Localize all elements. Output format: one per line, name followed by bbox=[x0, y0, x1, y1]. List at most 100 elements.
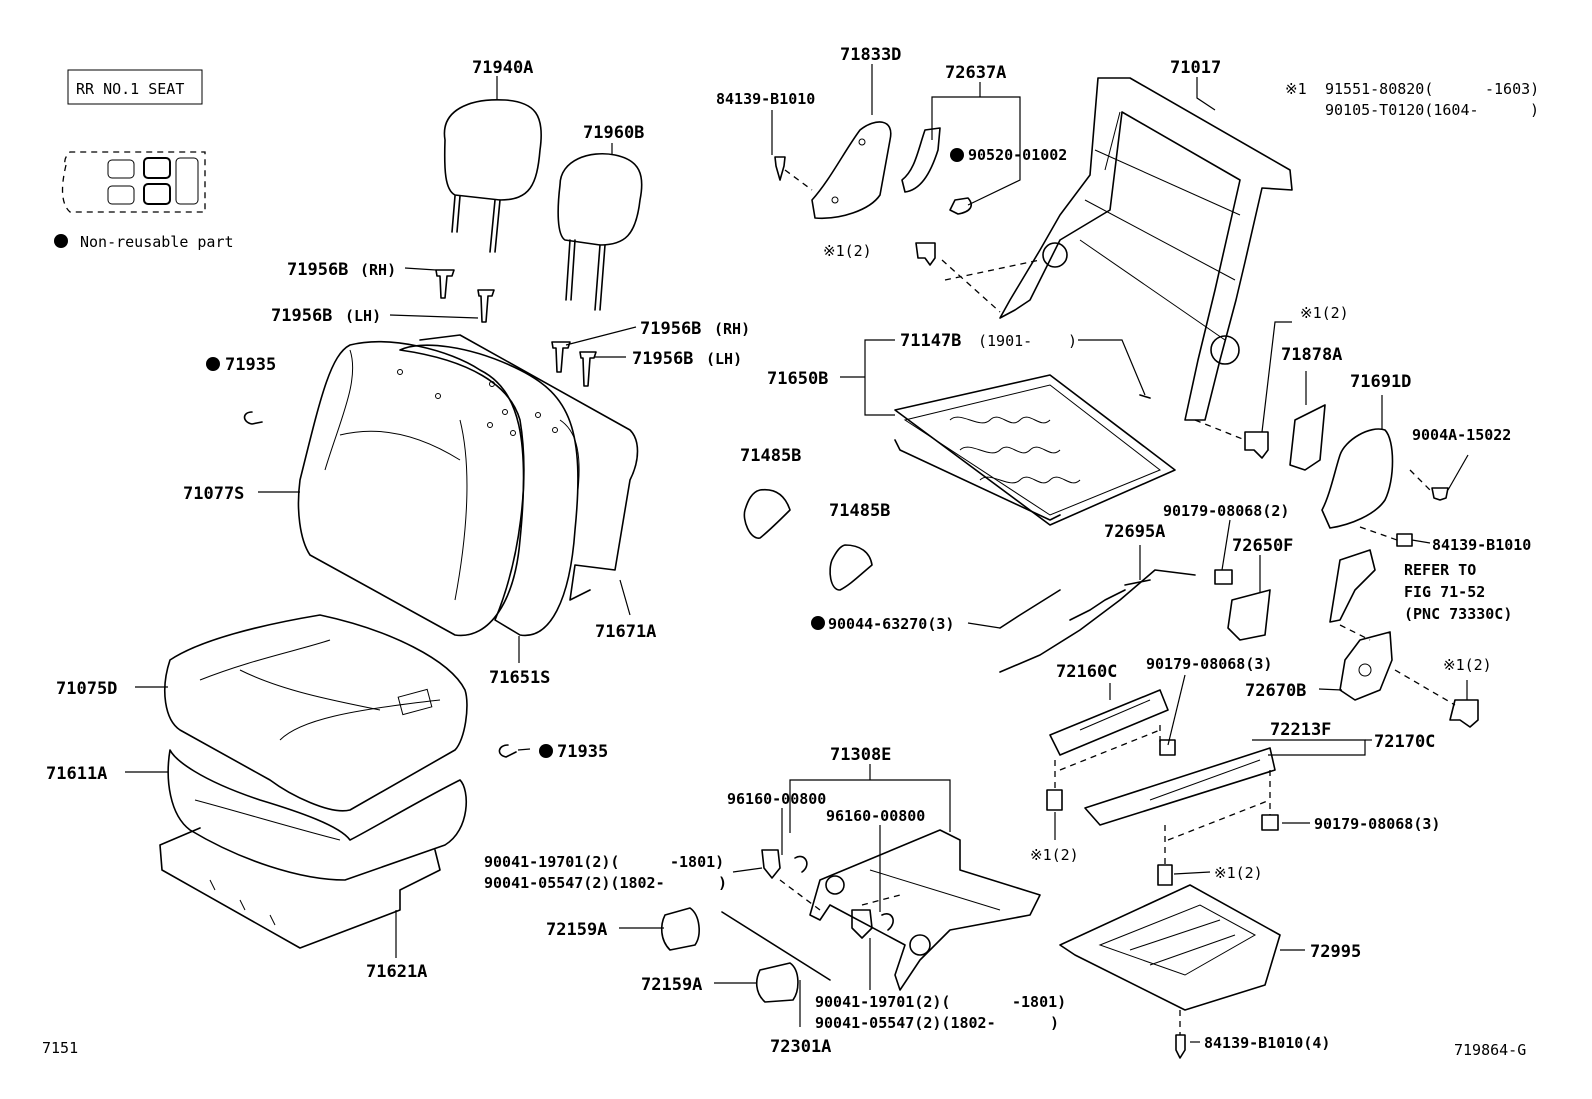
label-71691D: 71691D bbox=[1350, 372, 1411, 392]
headrest-guide-rh-1 bbox=[435, 269, 455, 299]
cable-tie-90044 bbox=[999, 589, 1061, 629]
label-refer-3: (PNC 73330C) bbox=[1404, 605, 1512, 623]
label-note1-c: ※1(2) bbox=[1443, 656, 1492, 674]
label-90041-b2: 90041-05547(2)(1802- bbox=[815, 1014, 996, 1032]
trim-cover-71485B-1 bbox=[743, 488, 791, 539]
label-84139-bottom: 84139-B1010(4) bbox=[1204, 1034, 1330, 1052]
label-71935-top: 71935 bbox=[225, 355, 276, 375]
cover-72159A-1 bbox=[660, 907, 700, 951]
bolt-note1-a bbox=[915, 242, 936, 266]
label-90041-a2-range: ) bbox=[718, 874, 727, 892]
nut-90179-3a bbox=[1159, 739, 1176, 756]
label-71651S: 71651S bbox=[489, 668, 550, 688]
seat-track-72213F bbox=[1084, 747, 1276, 826]
bracket-72650F bbox=[1227, 589, 1271, 641]
bolt-note1-e bbox=[1157, 864, 1173, 886]
figure-code: 719864-G bbox=[1454, 1041, 1526, 1059]
cable-72301A bbox=[721, 911, 831, 981]
nut-90179-3b bbox=[1261, 814, 1279, 831]
label-71075D: 71075D bbox=[56, 679, 117, 699]
bolt-note1-d bbox=[1046, 789, 1063, 811]
headrest-71960B bbox=[557, 153, 643, 311]
label-72995: 72995 bbox=[1310, 942, 1361, 962]
label-72170C: 72170C bbox=[1374, 732, 1435, 752]
label-72213F: 72213F bbox=[1270, 720, 1331, 740]
part-labels: 71940A 71960B 71956B (RH) 71956B (LH) 71… bbox=[46, 45, 1531, 1057]
label-71960B: 71960B bbox=[583, 123, 644, 143]
clip-96160-1 bbox=[794, 855, 808, 873]
dashed-assembly-lines bbox=[779, 169, 1456, 1035]
non-reusable-label: Non-reusable part bbox=[80, 233, 234, 251]
label-90041-a1-range: -1801) bbox=[670, 853, 724, 871]
label-71147B-range: (1901- bbox=[978, 332, 1032, 350]
vehicle-seat-map-icon bbox=[61, 151, 206, 213]
note-mark: ※1 bbox=[1285, 80, 1307, 98]
non-reusable-dot-90520 bbox=[950, 148, 964, 162]
non-reusable-dot-71935-top bbox=[206, 357, 220, 371]
label-84139-top: 84139-B1010 bbox=[716, 90, 815, 108]
seat-cushion-base-71621A bbox=[159, 827, 441, 949]
seat-cushion-cover-71075D bbox=[164, 614, 468, 812]
label-72301A: 72301A bbox=[770, 1037, 831, 1057]
label-90041-b1: 90041-19701(2)( bbox=[815, 993, 950, 1011]
label-72159A-2: 72159A bbox=[641, 975, 702, 995]
label-rh-1: (RH) bbox=[360, 261, 396, 279]
label-71878A: 71878A bbox=[1281, 345, 1342, 365]
belt-buckle-73330C bbox=[1329, 549, 1376, 623]
supersession-note: ※1 91551-80820( -1603) 90105-T0120(1604-… bbox=[1285, 80, 1539, 119]
leader-lines bbox=[125, 64, 1469, 1043]
label-71485B-1: 71485B bbox=[740, 446, 801, 466]
pin-71147B bbox=[1139, 394, 1151, 399]
seat-label: RR NO.1 SEAT bbox=[76, 80, 184, 98]
seatback-frame-71017 bbox=[999, 77, 1293, 421]
label-71017: 71017 bbox=[1170, 58, 1221, 78]
label-71308E: 71308E bbox=[830, 745, 891, 765]
headrest-guide-lh-2 bbox=[579, 351, 597, 387]
label-72159A-1: 72159A bbox=[546, 920, 607, 940]
clip-71935-top bbox=[243, 411, 263, 425]
label-9004A: 9004A-15022 bbox=[1412, 426, 1511, 444]
label-90041-a2: 90041-05547(2)(1802- bbox=[484, 874, 665, 892]
label-lh-1: (LH) bbox=[345, 307, 381, 325]
label-90520: 90520-01002 bbox=[968, 146, 1067, 164]
bolt-84139-bottom bbox=[1175, 1034, 1186, 1059]
label-lh-2: (LH) bbox=[706, 350, 742, 368]
label-84139-right: 84139-B1010 bbox=[1432, 536, 1531, 554]
label-90179-3a: 90179-08068(3) bbox=[1146, 655, 1272, 673]
non-reusable-dot-icon bbox=[54, 234, 68, 248]
seat-label-box bbox=[67, 69, 203, 105]
label-71833D: 71833D bbox=[840, 45, 901, 65]
note-range-b: ) bbox=[1530, 101, 1539, 119]
label-90179-3b: 90179-08068(3) bbox=[1314, 815, 1440, 833]
label-72650F: 72650F bbox=[1232, 536, 1293, 556]
seat-track-72160C bbox=[1049, 689, 1169, 756]
seatback-cover-71651S bbox=[397, 344, 579, 637]
bolt-note1-b bbox=[1244, 431, 1269, 459]
label-71077S: 71077S bbox=[183, 484, 244, 504]
seatback-cover-71077S bbox=[297, 341, 525, 637]
label-90179-2: 90179-08068(2) bbox=[1163, 502, 1289, 520]
clip-96160-2 bbox=[881, 913, 894, 931]
nut-90179-2 bbox=[1214, 569, 1233, 585]
headrest-guide-lh-1 bbox=[477, 289, 495, 323]
label-71147B: 71147B bbox=[900, 331, 961, 351]
cover-71878A bbox=[1289, 404, 1326, 471]
label-71940A: 71940A bbox=[472, 58, 533, 78]
undercover-72995 bbox=[1059, 884, 1281, 1011]
label-90041-a1: 90041-19701(2)( bbox=[484, 853, 619, 871]
label-71485B-2: 71485B bbox=[829, 501, 890, 521]
label-note1-a: ※1(2) bbox=[823, 242, 872, 260]
page-code: 7151 bbox=[42, 1039, 78, 1057]
label-71621A: 71621A bbox=[366, 962, 427, 982]
note-range-a: -1603) bbox=[1485, 80, 1539, 98]
label-71956B-lh-1: 71956B bbox=[271, 306, 332, 326]
headrest-guide-rh-2 bbox=[551, 341, 571, 373]
label-rh-2: (RH) bbox=[714, 320, 750, 338]
clip-71935-mid bbox=[498, 744, 517, 758]
hinge-cover-71833D bbox=[811, 121, 892, 220]
label-72637A: 72637A bbox=[945, 63, 1006, 83]
cable-72695A bbox=[999, 569, 1196, 673]
headrest-71940A bbox=[443, 99, 542, 253]
trim-cover-71485B-2 bbox=[829, 544, 873, 591]
label-note1-e: ※1(2) bbox=[1214, 864, 1263, 882]
